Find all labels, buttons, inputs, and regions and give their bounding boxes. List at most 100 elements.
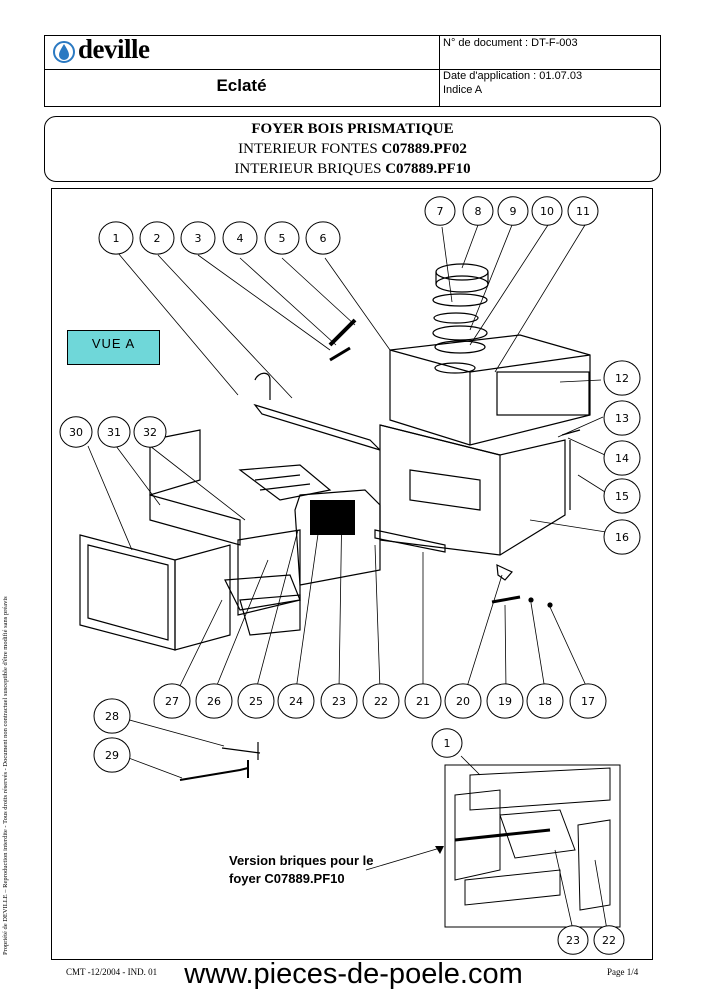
part-bubble-18 [526,683,564,719]
part-bubble-13 [603,400,641,436]
part-bubble-16 [603,519,641,555]
part-number-3: 3 [195,232,202,245]
part-number-18: 18 [538,695,552,708]
part-bubble-7 [424,196,456,226]
water-drop-icon [53,41,75,63]
part-bubble-22 [362,683,400,719]
part-number-28: 28 [105,710,119,723]
part-bubble-19 [486,683,524,719]
callout-line-2: foyer C07889.PF10 [229,871,345,886]
part-bubble-21 [404,683,442,719]
variant-fontes-label: INTERIEUR FONTES [238,141,382,157]
part-bubble-15 [603,478,641,514]
inset-hood [469,767,611,811]
part-bubble-1 [98,221,134,255]
part-bubble-5 [264,221,300,255]
grate-fill-23 [310,500,355,535]
header-divider-vertical [439,35,440,107]
flue-opening [434,362,476,374]
brand-name: deville [78,34,150,64]
part-number-7: 7 [437,205,444,218]
flue-collar-sides [435,272,489,284]
part-number-24: 24 [289,695,303,708]
part-number-12: 12 [615,372,629,385]
side-panel-12 [496,371,590,416]
bottom-plate-27 [239,594,301,636]
brick-version-inset [444,764,621,928]
leader-lines-bottom [177,499,589,691]
doc-number: N° de document : DT-F-003 [443,37,578,49]
part-bubble-6 [305,221,341,255]
part-number-16: 16 [615,531,629,544]
part-bubble-23 [557,925,589,955]
footer-page-number: Page 1/4 [607,967,639,977]
callout-line-1: Version briques pour le [229,853,374,868]
bolt-18 [528,597,534,603]
part-bubble-14 [603,440,641,476]
hood-edges [389,349,591,445]
part-number-22: 22 [374,695,388,708]
leader-lines-right [529,379,607,533]
part-bubble-32 [133,416,167,448]
firebox-opening [409,469,481,511]
footer-website[interactable]: www.pieces-de-poele.com [184,958,523,990]
part-bubble-20 [444,683,482,719]
callout-arrow-line [365,847,441,871]
door-glass-30 [79,534,176,651]
grate-top [238,464,332,501]
bar-19 [491,595,521,604]
inset-grate [499,809,576,859]
plate-11b [434,340,486,354]
door-frame-side [174,544,231,651]
part-bubble-23 [320,683,358,719]
rod-29 [179,760,249,781]
part-number-32: 32 [143,426,157,439]
part-number-8: 8 [475,205,482,218]
part-number-20: 20 [456,695,470,708]
part-number-23: 23 [566,934,580,947]
inset-side-22 [577,819,611,911]
part-number-23: 23 [332,695,346,708]
bar-21 [374,529,446,553]
part-number-30: 30 [69,426,83,439]
part-number-31: 31 [107,426,121,439]
product-title: FOYER BOIS PRISMATIQUE [251,121,454,137]
part-bubble-30 [59,416,93,448]
part-number-22: 22 [602,934,616,947]
part-bubble-2 [139,221,175,255]
part-bubble-31 [97,416,131,448]
header-table [44,35,661,107]
top-frame-32 [149,429,201,496]
flue-collar-base [435,275,489,293]
part-bubble-29 [93,737,131,773]
part-number-1: 1 [113,232,120,245]
part-number-29: 29 [105,749,119,762]
part-number-25: 25 [249,695,263,708]
part-number-1: 1 [444,737,451,750]
part-number-14: 14 [615,452,629,465]
inset-left-wall [454,789,501,881]
variant-briques-label: INTERIEUR BRIQUES [234,161,386,177]
part-number-4: 4 [237,232,244,245]
part-bubble-10 [531,196,563,226]
part-bubble-24 [277,683,315,719]
clamp-20 [496,564,513,581]
firebox-edges [379,424,501,555]
index-label: Indice A [443,84,483,96]
part-number-6: 6 [320,232,327,245]
plate-11 [432,325,488,341]
part-number-10: 10 [540,205,554,218]
part-number-5: 5 [279,232,286,245]
inset-base [464,869,561,906]
gasket-9 [432,293,488,307]
part-bubble-3 [180,221,216,255]
inset-drawing [365,755,611,931]
leader-lines-left [87,445,246,551]
brick-version-callout: Version briques pour le foyer C07889.PF1… [229,852,373,888]
grate-bars [254,474,311,491]
footer-doc-ref: CMT -12/2004 - IND. 01 [66,967,158,977]
product-variant-fontes: INTERIEUR FONTES C07889.PF02 [44,139,661,159]
header-divider-horizontal [44,69,661,70]
part-number-11: 11 [576,205,590,218]
